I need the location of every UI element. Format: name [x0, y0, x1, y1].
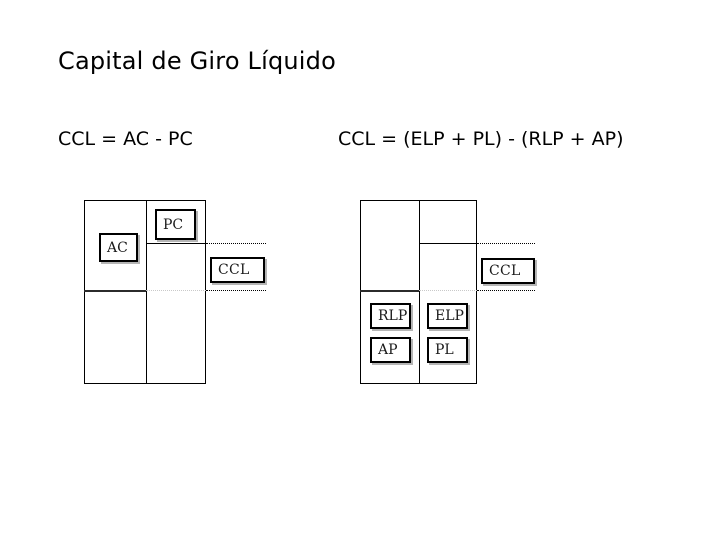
diagram-left-ac-bottom-line [84, 290, 146, 292]
diagram-right-vertical-divider [419, 200, 420, 384]
diagram-right-upper-line [419, 243, 477, 244]
label-chip-ac: AC [99, 233, 138, 262]
label-chip-rlp: RLP [370, 303, 411, 329]
label-chip-ccl-right: CCL [481, 258, 535, 284]
diagram-left-ccl-bottom-leader-faint [146, 290, 206, 291]
label-chip-pc: PC [155, 209, 196, 240]
label-chip-elp-text: ELP [435, 308, 464, 324]
diagram-left-vertical-divider [146, 200, 147, 384]
diagram-right-ccl-bottom-leader [477, 290, 535, 291]
diagram-right-left-column-bottom-line [360, 290, 419, 292]
page-title: Capital de Giro Líquido [58, 47, 336, 75]
diagram-right-ccl-bottom-leader-faint [419, 290, 477, 291]
diagram-left-pc-bottom-line [146, 243, 206, 244]
formula-left: CCL = AC - PC [58, 128, 193, 150]
label-chip-ccl-right-text: CCL [489, 263, 521, 279]
diagram-left-ccl-top-leader [206, 243, 266, 244]
diagram-left-ccl-bottom-leader [206, 290, 266, 291]
label-chip-ap-text: AP [378, 342, 398, 358]
label-chip-ap: AP [370, 337, 411, 363]
diagram-right-ccl-top-leader [477, 243, 535, 244]
label-chip-ac-text: AC [107, 239, 128, 256]
formula-right: CCL = (ELP + PL) - (RLP + AP) [338, 128, 624, 150]
label-chip-pl-text: PL [435, 342, 454, 358]
label-chip-pc-text: PC [163, 216, 184, 233]
label-chip-rlp-text: RLP [378, 308, 408, 324]
label-chip-elp: ELP [427, 303, 468, 329]
label-chip-ccl-left: CCL [210, 257, 265, 283]
label-chip-pl: PL [427, 337, 468, 363]
label-chip-ccl-left-text: CCL [218, 262, 250, 278]
